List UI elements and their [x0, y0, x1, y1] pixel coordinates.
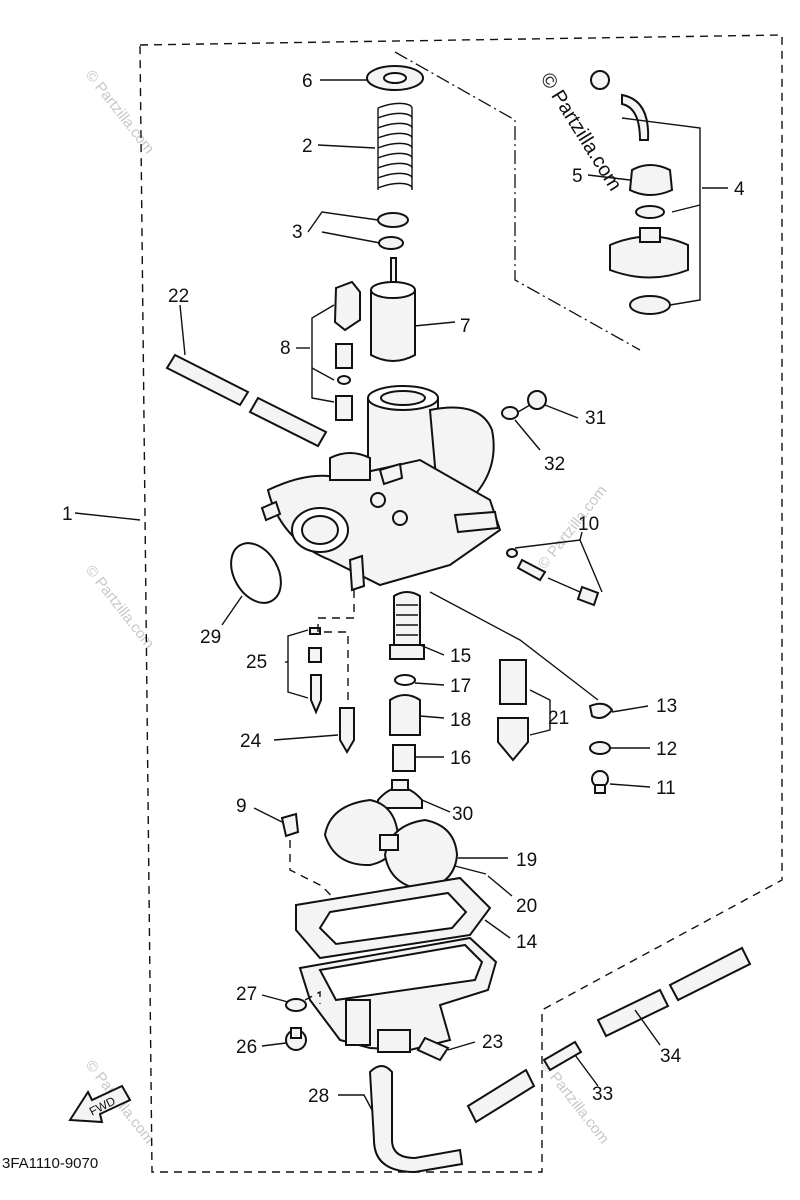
label-24: 24: [240, 731, 262, 752]
label-25: 25: [246, 652, 267, 673]
float-bowl: [298, 936, 498, 1053]
part-24-pilot-jet: [317, 590, 355, 754]
label-26: 26: [236, 1037, 257, 1058]
label-2: 2: [302, 136, 313, 157]
part-25-jet-stack: [287, 627, 322, 715]
part-30-plug: [377, 779, 423, 809]
diagram-code: 3FA1110-9070: [2, 1155, 98, 1172]
part-26-drain-screw: [285, 1027, 307, 1051]
part-22-vent-tube: [165, 353, 328, 448]
part-14-gasket: [295, 876, 492, 960]
part-labels: 6 2 3 5 4 7 8 22 31 32 1 10 29 25 15 17 …: [62, 71, 745, 1107]
part-12-washer: [589, 741, 611, 755]
part-34-hose: [466, 946, 752, 1124]
label-11: 11: [656, 778, 676, 799]
part-31-screw: [517, 390, 547, 413]
label-19: 19: [516, 850, 537, 871]
label-29: 29: [200, 627, 221, 648]
part-19-float: [323, 798, 459, 892]
part-32-washer: [501, 406, 519, 420]
label-1: 1: [62, 504, 73, 525]
label-14: 14: [516, 932, 538, 953]
part-21-needle-valve: [429, 591, 599, 762]
part-28-drain-hose: [368, 1065, 464, 1174]
part-29-o-ring: [230, 542, 282, 604]
assembly-boundary: [139, 34, 783, 1173]
part-6-cap: [366, 65, 424, 91]
label-27: 27: [236, 984, 257, 1005]
subassembly-bracket: [394, 51, 641, 351]
label-31: 31: [585, 408, 606, 429]
part-18-holder: [389, 694, 421, 736]
label-4: 4: [734, 179, 745, 200]
label-6: 6: [302, 71, 313, 92]
part-23-screw: [416, 1036, 450, 1062]
label-15: 15: [450, 646, 471, 667]
part-16-main-jet: [392, 744, 416, 772]
carburetor-body: [260, 385, 502, 592]
part-7-throttle-valve: [370, 281, 416, 362]
part-15-needle-jet: [389, 591, 425, 660]
label-20: 20: [516, 896, 537, 917]
label-34: 34: [660, 1046, 682, 1067]
part-27-washer: [285, 990, 321, 1012]
label-10: 10: [578, 514, 599, 535]
part-2-spring: [377, 102, 413, 190]
part-17-o-ring: [394, 674, 416, 686]
label-8: 8: [280, 338, 291, 359]
label-3: 3: [292, 222, 303, 243]
label-5: 5: [572, 166, 583, 187]
part-33-fitting: [542, 1040, 583, 1072]
label-7: 7: [460, 316, 471, 337]
part-3-clip: [377, 212, 409, 250]
label-32: 32: [544, 454, 565, 475]
leader-lines: [74, 79, 728, 1111]
part-8-pilot-stack: [311, 280, 361, 421]
part-13-clip: [588, 702, 614, 719]
label-23: 23: [482, 1032, 503, 1053]
label-13: 13: [656, 696, 677, 717]
label-33: 33: [592, 1084, 613, 1105]
watermark-1: © Partzilla.com: [82, 67, 158, 157]
label-12: 12: [656, 739, 677, 760]
label-28: 28: [308, 1086, 329, 1107]
label-9: 9: [236, 796, 247, 817]
label-18: 18: [450, 710, 471, 731]
label-17: 17: [450, 676, 471, 697]
part-11-screw: [591, 770, 609, 794]
part-9-screw: [280, 812, 341, 906]
label-30: 30: [452, 804, 473, 825]
label-21: 21: [548, 708, 569, 729]
label-22: 22: [168, 286, 189, 307]
label-16: 16: [450, 748, 471, 769]
part-4-cap-assembly: [590, 70, 701, 315]
part-20-pin: [454, 865, 487, 875]
